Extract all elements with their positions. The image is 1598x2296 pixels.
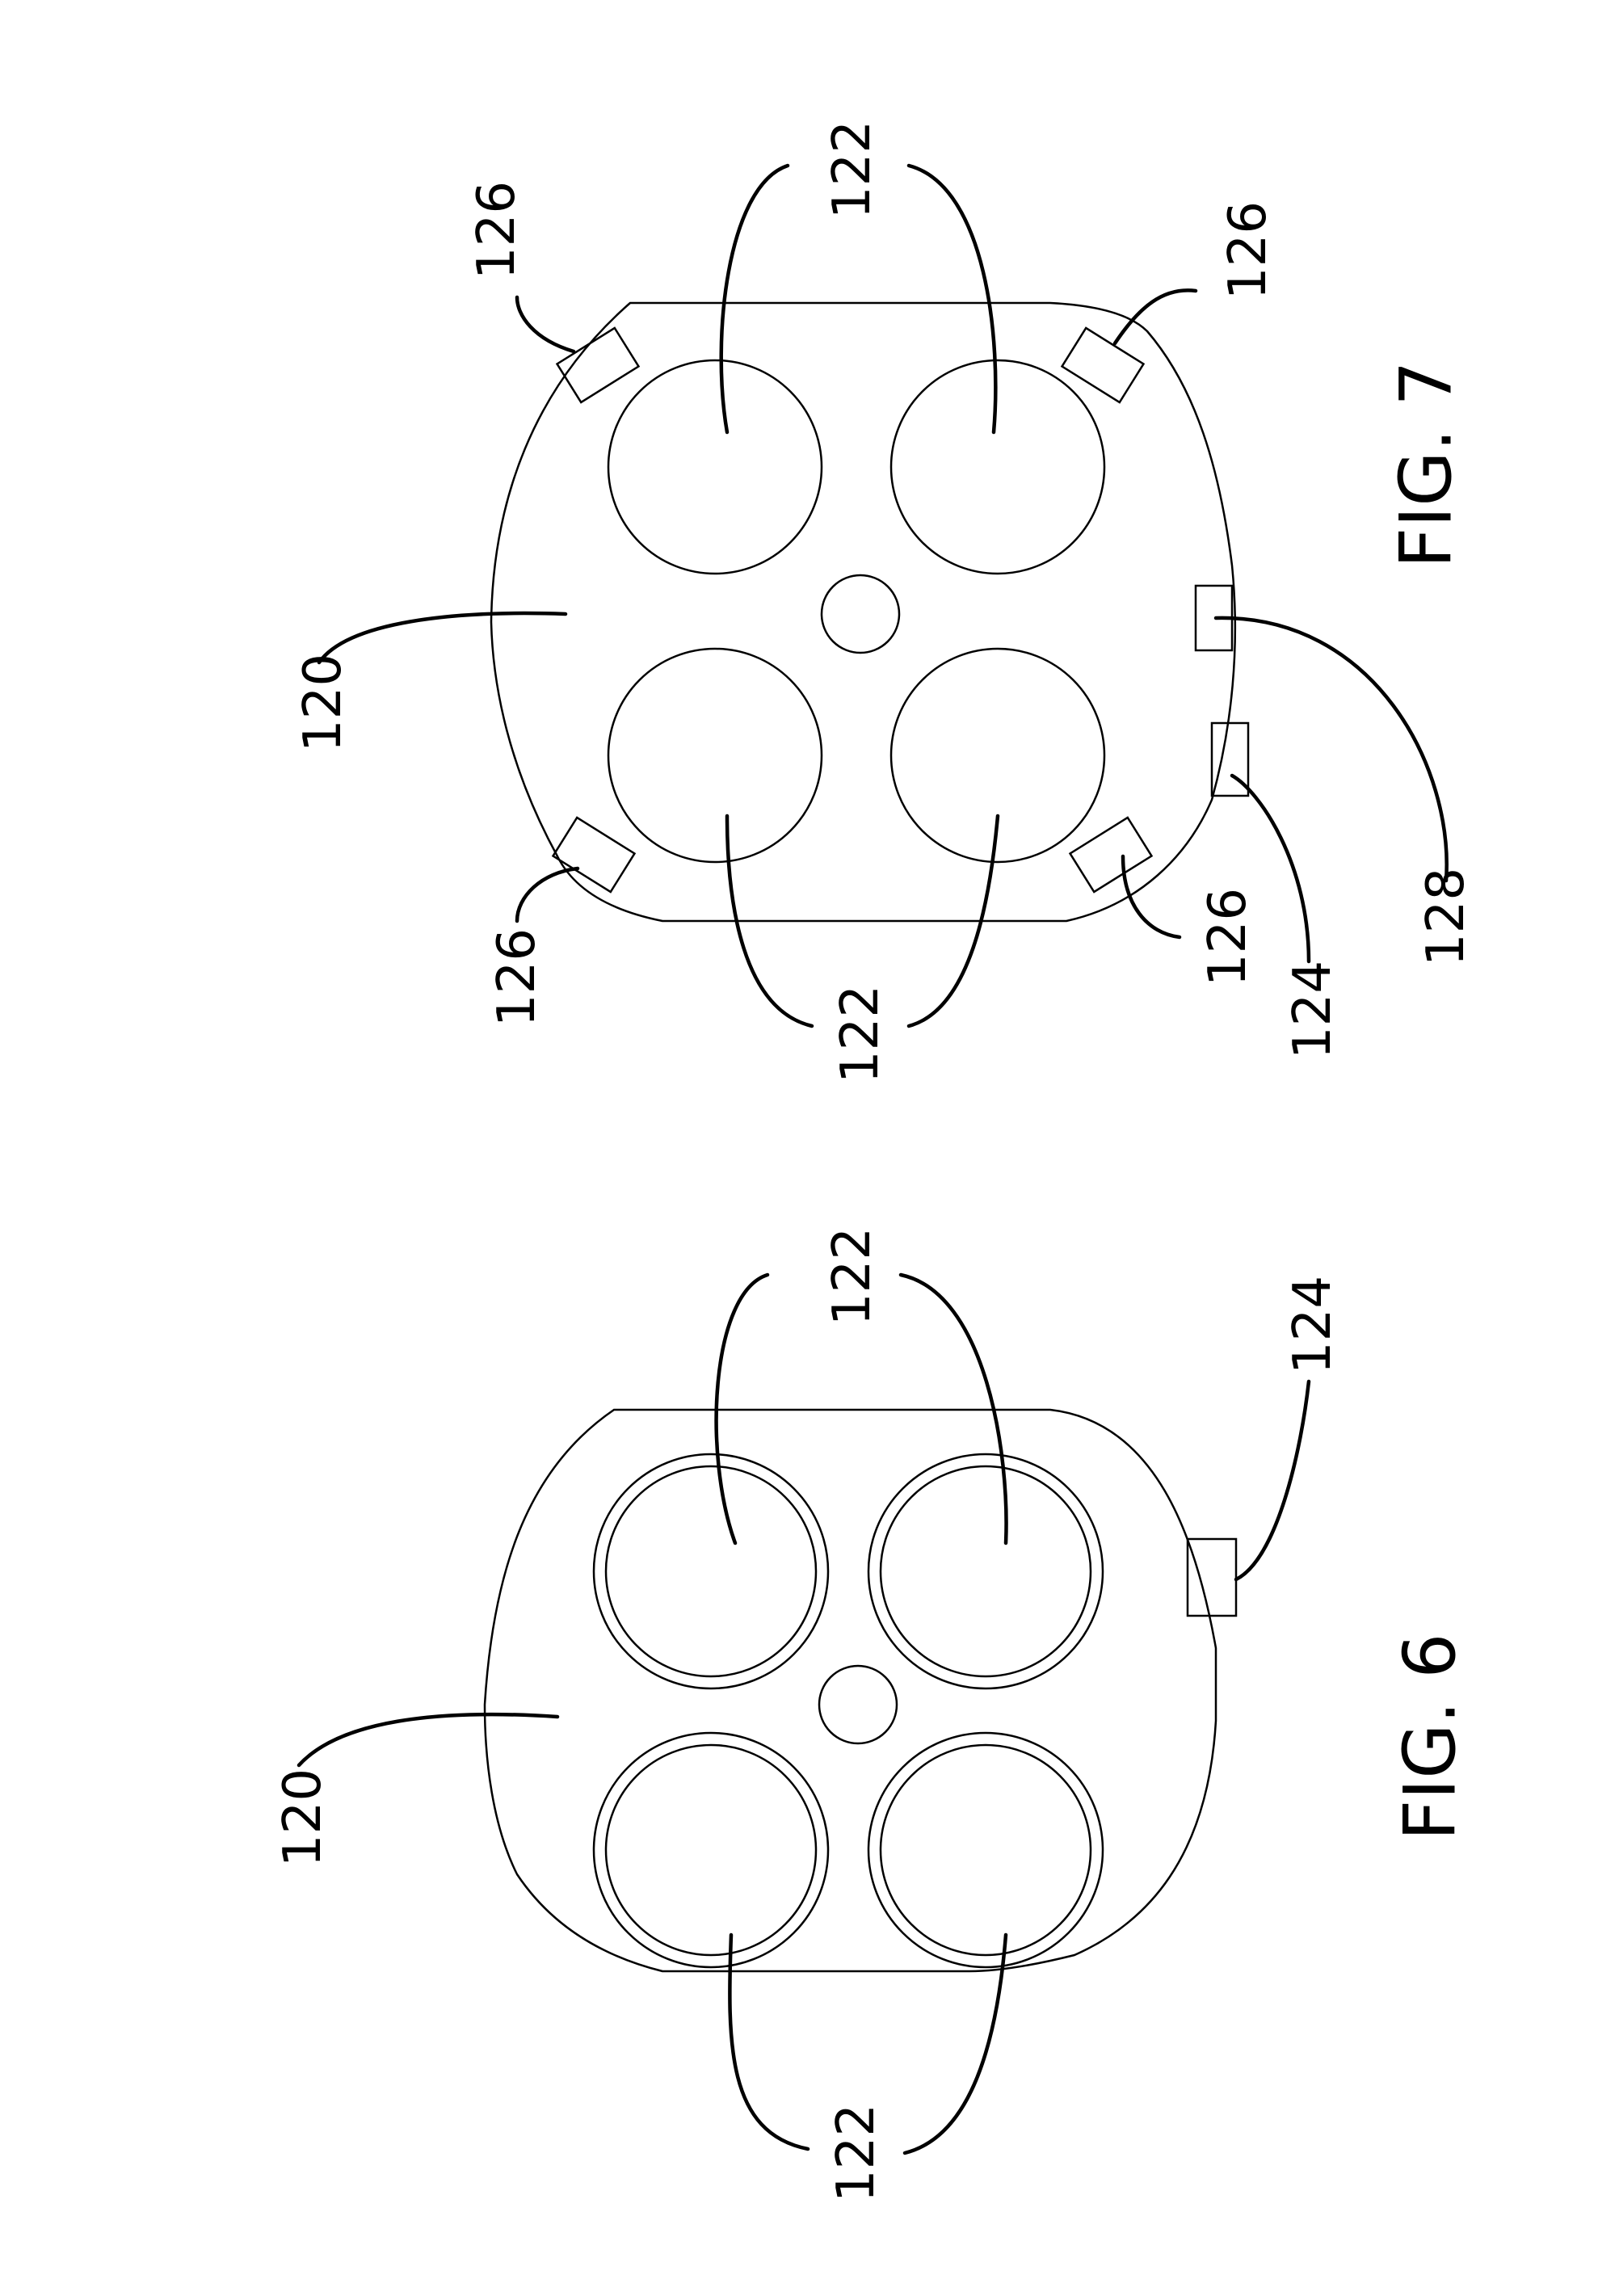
figure-7: 120 122 122 122 122 126 126 126 126 124 … [293,120,1476,1083]
fig6-bore-top-right [868,1454,1103,1688]
fig7-leader-128 [1216,618,1447,881]
fig7-label-126-top-left: 126 [467,181,527,280]
fig6-leader-124 [1236,1381,1309,1579]
fig6-center-hole [819,1666,897,1743]
fig7-label-126-top-right: 126 [1218,201,1278,300]
fig7-center-hole [822,575,899,653]
fig7-clip-top-left [557,328,639,402]
fig7-leader-126-top-left [517,297,574,351]
fig7-clip-top-right [1062,328,1144,402]
fig7-leader-120 [319,613,566,662]
fig7-clip-bottom-left [553,818,635,892]
fig6-tab [1188,1539,1236,1616]
fig6-bore-top-left [594,1454,828,1688]
fig7-label-124: 124 [1283,961,1343,1059]
fig6-leader-120 [299,1714,557,1765]
fig6-bore-bottom-left [594,1733,828,1967]
fig7-leader-122-top-left [721,166,788,432]
fig6-caption: FIG. 6 [1389,1634,1472,1841]
fig7-bore-top-right [891,360,1104,574]
fig6-label-124: 124 [1283,1276,1343,1374]
fig6-bore-bottom-right [868,1733,1103,1967]
fig7-clip-bottom-right [1070,818,1152,892]
fig7-label-128: 128 [1416,868,1476,966]
fig6-leader-122-bottom-left [730,1935,808,2149]
fig7-label-126-bottom-left: 126 [487,928,547,1027]
fig7-leader-126-bottom-left [517,868,578,921]
fig7-label-126-bottom-right: 126 [1198,888,1258,986]
figure-6: 120 122 122 122 122 124 FIG. 6 [273,1227,1472,2202]
fig7-caption: FIG. 7 [1385,361,1468,569]
fig7-bore-top-left [608,360,822,574]
fig6-label-120: 120 [273,1768,333,1867]
fig6-housing-outline [485,1410,1216,1971]
fig7-bore-bottom-left [608,649,822,862]
fig7-label-120: 120 [293,654,353,752]
